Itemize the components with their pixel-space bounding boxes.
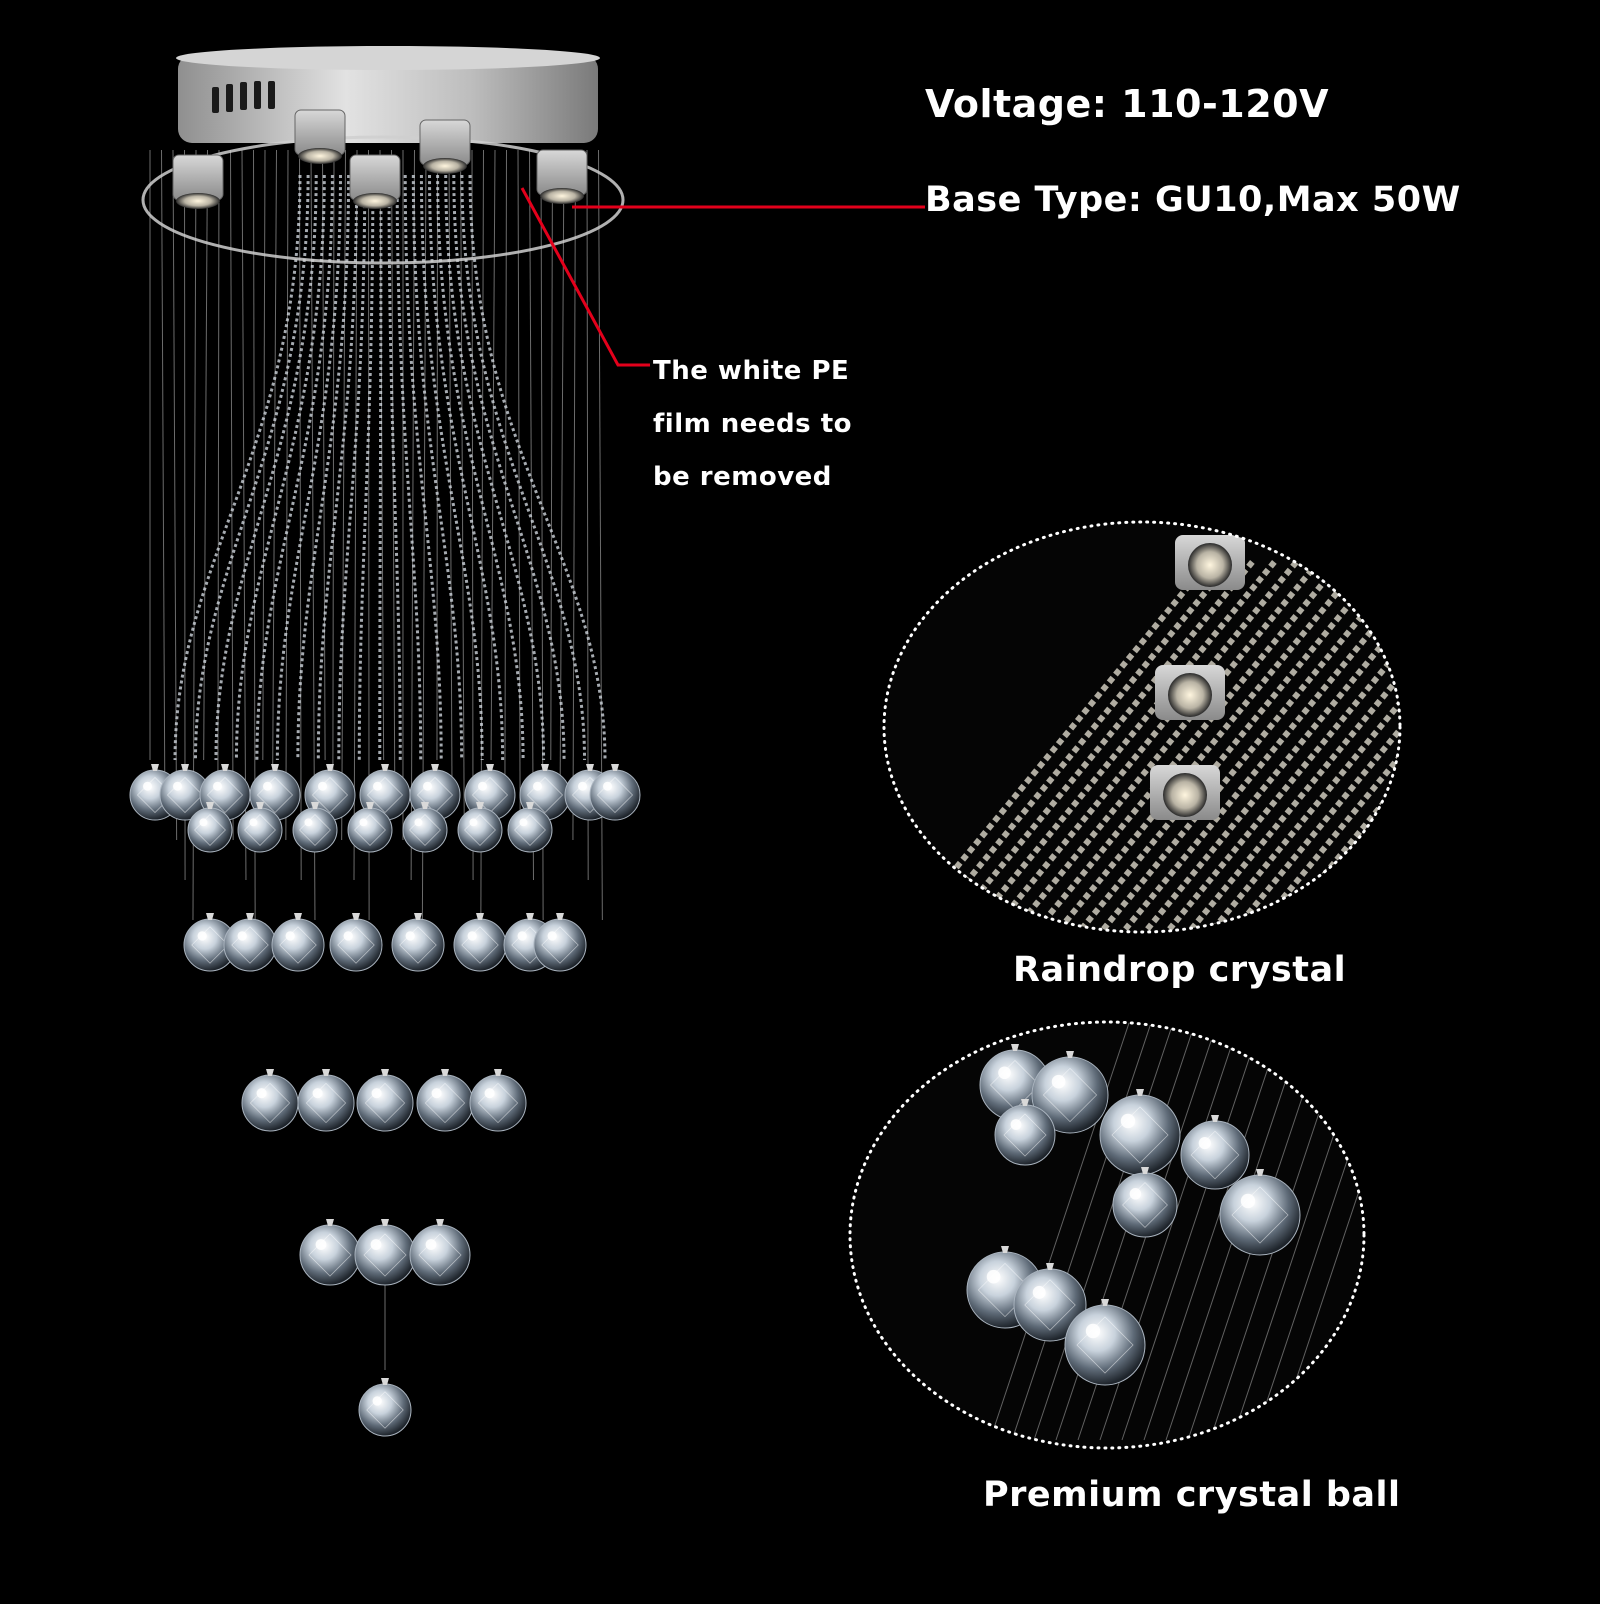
crystal-ball bbox=[359, 1378, 411, 1436]
crystal-ball bbox=[224, 913, 276, 971]
raindrop-strand bbox=[1386, 560, 1600, 960]
pe-film-line-2: film needs to bbox=[653, 398, 852, 451]
crystal-strand bbox=[462, 175, 585, 760]
pe-film-line-3: be removed bbox=[653, 451, 852, 504]
premium-crystal-ball-caption: Premium crystal ball bbox=[983, 1475, 1401, 1515]
pe-film-line-1: The white PE bbox=[653, 345, 852, 398]
crystal-strand bbox=[470, 175, 605, 760]
crystal-ball bbox=[300, 1219, 360, 1285]
gu10-light-cup bbox=[173, 155, 223, 209]
raindrop-crystal-detail bbox=[880, 522, 1600, 960]
crystal-ball bbox=[272, 913, 324, 971]
crystal-ball bbox=[330, 913, 382, 971]
inset-light-cup bbox=[1150, 765, 1220, 820]
raindrop-strand bbox=[1408, 560, 1600, 960]
voltage-spec: Voltage: 110-120V bbox=[925, 82, 1329, 126]
raindrop-crystal-caption: Raindrop crystal bbox=[1013, 950, 1346, 990]
crystal-ball bbox=[417, 1069, 473, 1131]
crystal-ball bbox=[242, 1069, 298, 1131]
gu10-light-cup bbox=[350, 155, 400, 209]
hanging-wires bbox=[150, 150, 602, 1370]
gu10-light-cup bbox=[537, 150, 587, 204]
pe-film-note: The white PE film needs to be removed bbox=[653, 345, 852, 504]
crystal-ball bbox=[392, 913, 444, 971]
inset-light-cup bbox=[1175, 535, 1245, 590]
crystal-ball bbox=[355, 1219, 415, 1285]
crystal-ball bbox=[357, 1069, 413, 1131]
callout-lines bbox=[522, 188, 925, 365]
crystal-ball-detail bbox=[850, 1020, 1416, 1448]
crystal-ball bbox=[470, 1069, 526, 1131]
base-type-spec: Base Type: GU10,Max 50W bbox=[925, 180, 1461, 220]
inset-light-cup bbox=[1155, 665, 1225, 720]
raindrop-strand bbox=[1430, 560, 1600, 960]
crystal-strand bbox=[454, 175, 564, 760]
gu10-light-cup bbox=[420, 120, 470, 174]
crystal-ball bbox=[454, 913, 506, 971]
crystal-ball bbox=[410, 1219, 470, 1285]
crystal-strand bbox=[195, 175, 308, 760]
gu10-light-cup bbox=[295, 110, 345, 164]
raindrop-strand bbox=[1364, 560, 1600, 960]
crystal-ball bbox=[298, 1069, 354, 1131]
